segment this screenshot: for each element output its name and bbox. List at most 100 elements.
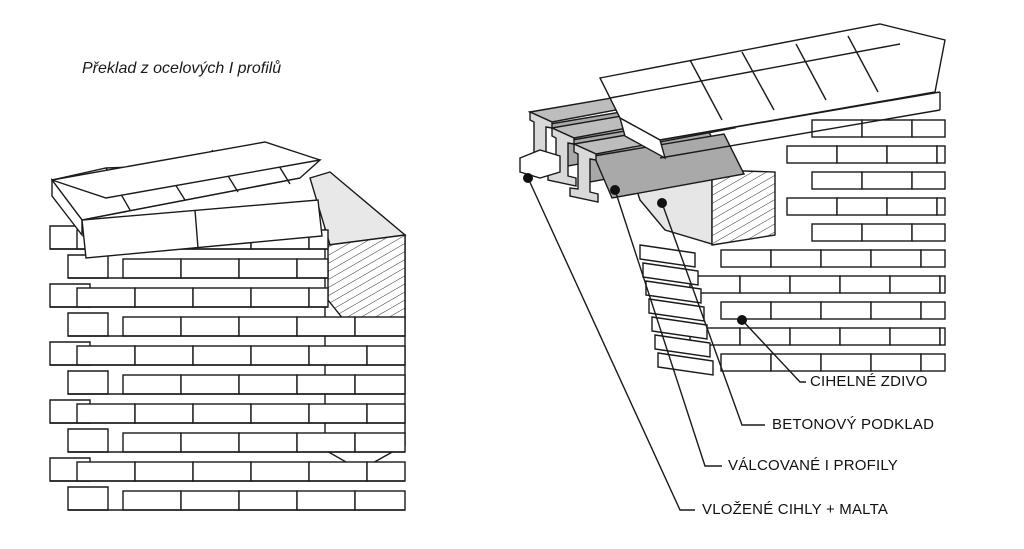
- brick: [839, 327, 891, 346]
- brick: [820, 301, 872, 320]
- brick: [76, 403, 136, 424]
- brick: [920, 301, 946, 320]
- brick: [192, 287, 252, 308]
- leader-inserted-bricks: [527, 177, 695, 511]
- label-inserted-bricks: VLOŽENÉ CIHLY + MALTA: [702, 501, 889, 518]
- brick-end: [67, 312, 109, 337]
- brick: [134, 403, 194, 424]
- brick: [870, 249, 922, 268]
- brick: [820, 353, 872, 372]
- brick: [920, 249, 946, 268]
- brick: [250, 461, 310, 482]
- brick: [122, 490, 182, 511]
- dot-concrete-base: [657, 198, 667, 208]
- side-brick: [651, 316, 708, 340]
- brick: [886, 197, 938, 216]
- side-brick: [642, 262, 699, 286]
- brick: [296, 432, 356, 453]
- top-brick-row-side: [51, 177, 83, 238]
- side-brick: [657, 352, 714, 376]
- brick: [296, 316, 356, 337]
- brick: [192, 345, 252, 366]
- brick: [861, 171, 913, 190]
- dot-brick-masonry: [737, 315, 747, 325]
- right-top-side: [618, 116, 667, 160]
- brick: [238, 374, 298, 395]
- dot-rolled-i-beams: [610, 185, 620, 195]
- brick: [308, 403, 368, 424]
- side-brick: [654, 334, 711, 358]
- brick: [308, 461, 368, 482]
- top-brick-surface: [51, 141, 321, 199]
- brick: [354, 316, 406, 337]
- brick: [811, 119, 863, 138]
- brick: [180, 432, 240, 453]
- brick: [770, 249, 822, 268]
- right-hatched-section: [711, 169, 776, 246]
- brick: [238, 490, 298, 511]
- brick: [122, 258, 182, 279]
- leader-rolled-i-beams: [614, 189, 722, 467]
- brick: [936, 197, 946, 216]
- brick-end: [67, 370, 109, 395]
- brick: [76, 461, 136, 482]
- brick: [911, 223, 946, 242]
- brick-end: [67, 486, 109, 511]
- brick: [889, 275, 941, 294]
- brick: [296, 374, 356, 395]
- brick: [354, 374, 406, 395]
- brick: [836, 145, 888, 164]
- brick: [122, 374, 182, 395]
- brick: [811, 171, 863, 190]
- brick: [76, 287, 136, 308]
- brick: [911, 171, 946, 190]
- brick: [889, 327, 941, 346]
- brick: [192, 461, 252, 482]
- brick: [789, 275, 841, 294]
- brick: [238, 316, 298, 337]
- inserted-brick: [519, 149, 561, 179]
- brick: [238, 258, 298, 279]
- brick: [250, 403, 310, 424]
- brick: [296, 258, 329, 279]
- brick: [134, 461, 194, 482]
- label-concrete-base: BETONOVÝ PODKLAD: [772, 416, 935, 433]
- brick: [820, 249, 872, 268]
- brick: [886, 145, 938, 164]
- brick: [789, 327, 841, 346]
- side-brick: [645, 280, 702, 304]
- brick: [180, 374, 240, 395]
- brick: [134, 287, 194, 308]
- brick: [770, 353, 822, 372]
- brick: [870, 301, 922, 320]
- brick: [786, 197, 838, 216]
- brick: [739, 327, 791, 346]
- brick: [180, 258, 240, 279]
- brick: [770, 301, 822, 320]
- brick: [354, 432, 406, 453]
- brick: [920, 353, 946, 372]
- brick-end: [67, 428, 109, 453]
- label-brick-masonry: CIHELNÉ ZDIVO: [810, 373, 928, 390]
- brick: [720, 353, 772, 372]
- brick: [939, 327, 946, 346]
- top-brick-row-front: [81, 199, 323, 259]
- brick: [250, 345, 310, 366]
- brick: [939, 275, 946, 294]
- leader-brick-masonry: [741, 319, 806, 383]
- brick: [250, 287, 310, 308]
- brick: [180, 316, 240, 337]
- brick: [134, 345, 194, 366]
- brick: [354, 490, 406, 511]
- brick: [911, 119, 946, 138]
- label-rolled-i-beams: VÁLCOVANÉ I PROFILY: [728, 457, 898, 474]
- brick: [870, 353, 922, 372]
- dot-inserted-bricks: [523, 173, 533, 183]
- brick: [308, 287, 329, 308]
- brick: [238, 432, 298, 453]
- left-brick-wall: [49, 141, 407, 511]
- brick: [839, 275, 891, 294]
- brick: [366, 461, 406, 482]
- brick: [720, 249, 772, 268]
